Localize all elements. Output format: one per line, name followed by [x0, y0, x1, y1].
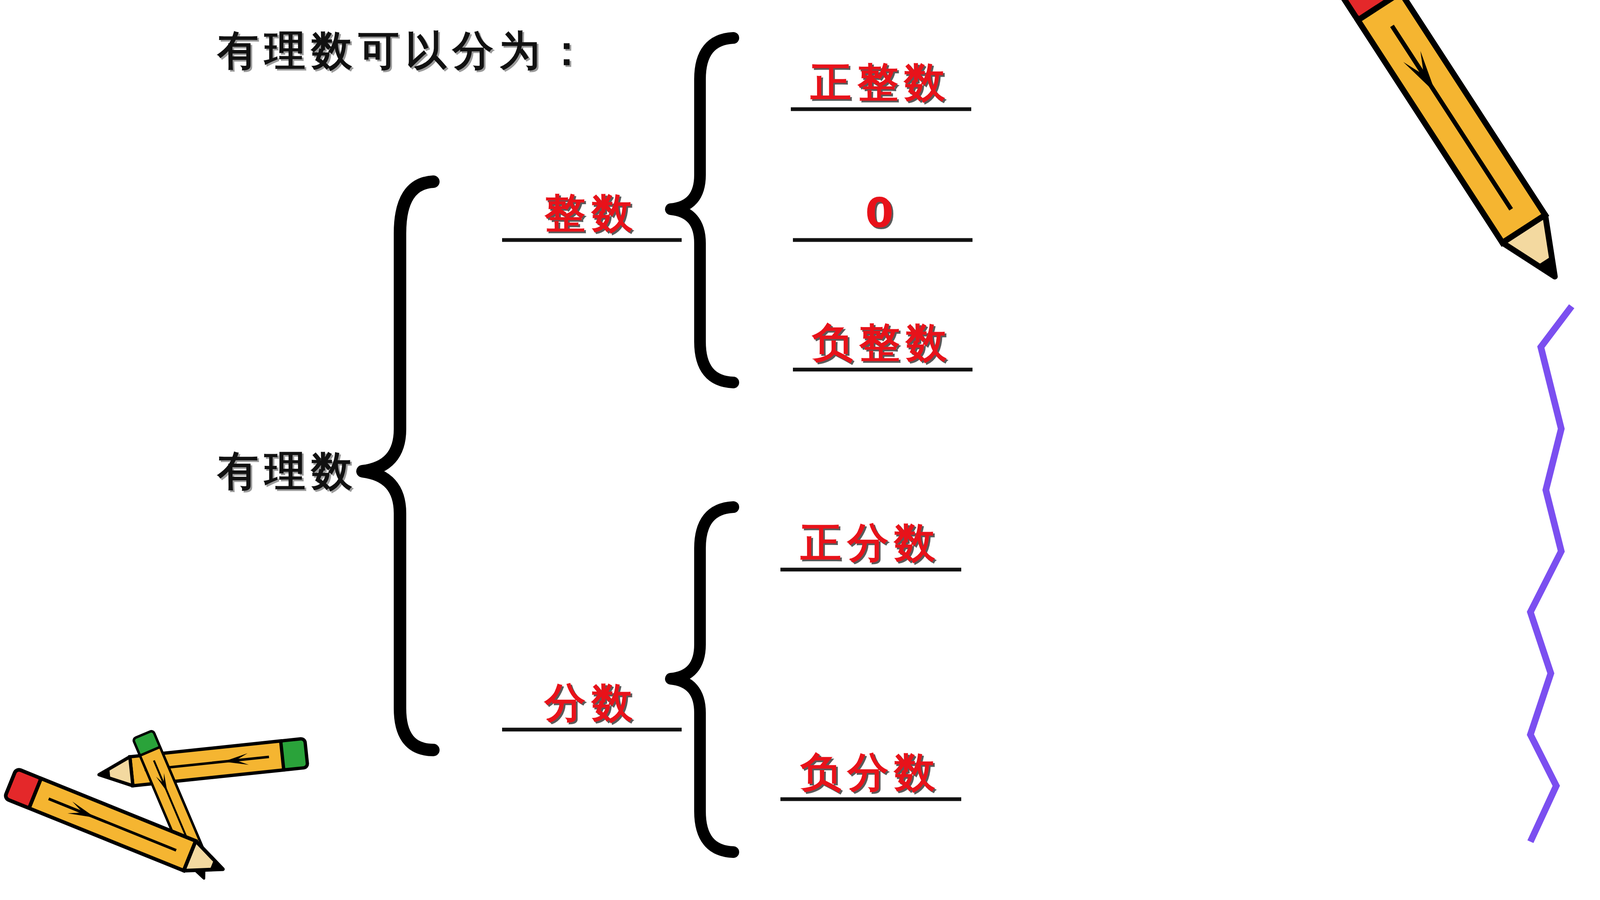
- underline: [502, 727, 682, 732]
- pencil-icon: [1335, 0, 1577, 291]
- slide-title: 有理数可以分为：: [217, 28, 594, 74]
- pencil-icon: [97, 738, 308, 790]
- underline: [792, 238, 973, 243]
- category-answer: 正整数: [810, 60, 952, 105]
- category-answer: 整数: [544, 190, 639, 236]
- underlines: [502, 109, 973, 800]
- integer-brace: [670, 37, 734, 383]
- category-answer: 分数: [544, 680, 639, 726]
- underline: [502, 238, 682, 243]
- underline: [780, 797, 962, 802]
- underline: [792, 367, 973, 372]
- category-answer: 正分数: [800, 520, 942, 566]
- underline: [790, 107, 972, 112]
- category-answer: 负分数: [800, 750, 942, 795]
- big-brace: [362, 181, 434, 750]
- category-answer: 负整数: [812, 320, 953, 366]
- category-root: 有理数: [217, 448, 359, 494]
- pencil-icon: [4, 768, 230, 884]
- fraction-brace: [670, 507, 734, 853]
- category-answer: 0: [865, 190, 900, 236]
- pencil-scribble: [1530, 306, 1572, 842]
- underline: [780, 567, 962, 572]
